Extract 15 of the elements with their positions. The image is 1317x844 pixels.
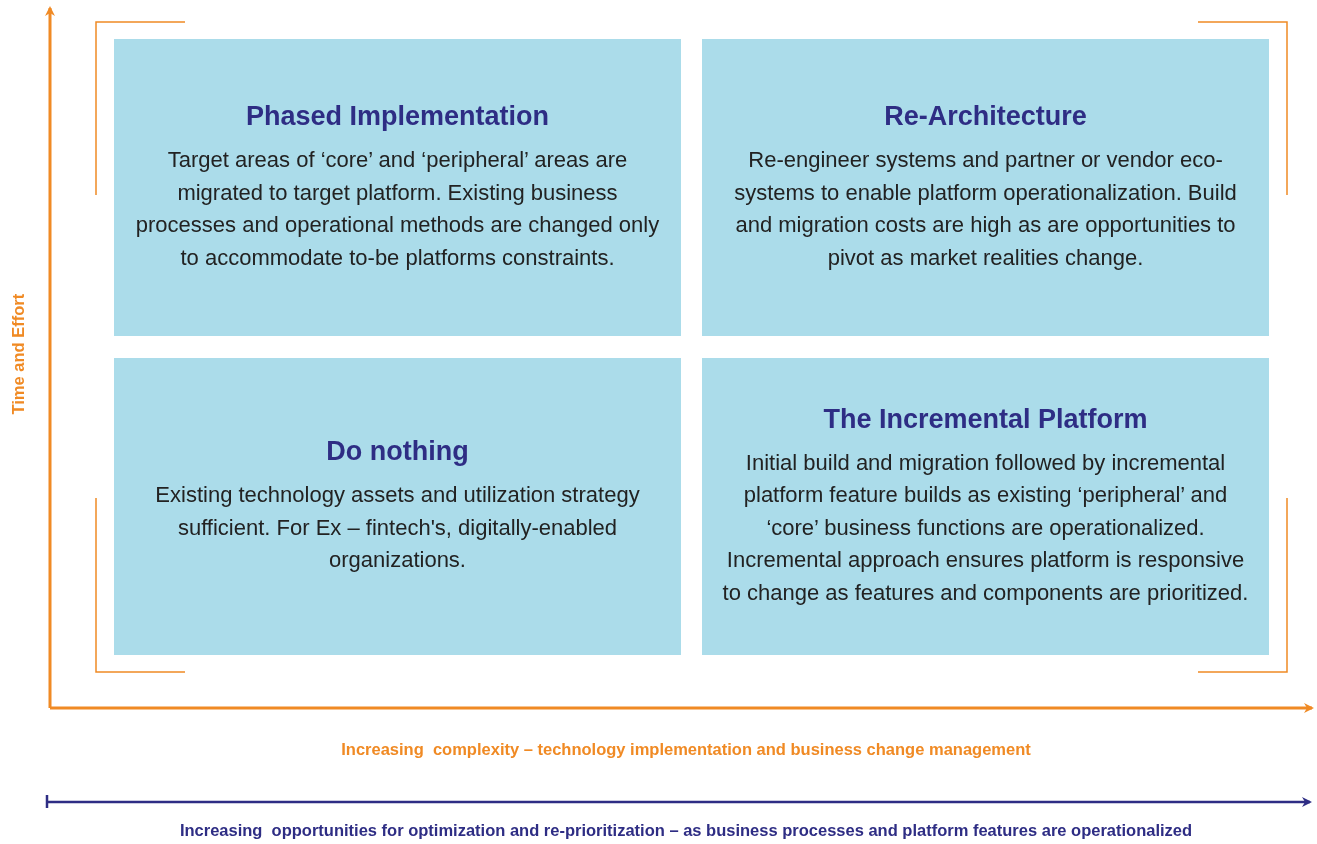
axis-label: Increasing complexity – technology implementation and business change management xyxy=(340,740,1032,759)
quadrant-title: Phased Implementation xyxy=(245,101,550,132)
quadrant-description: Existing technology assets and utilization strategy sufficient. For Ex – fintech's, digitally-enabled organizations. xyxy=(154,481,641,575)
quadrant-box xyxy=(114,358,681,655)
quadrant-title: The Incremental Platform xyxy=(823,403,1148,435)
quadrant-description: Target areas of ‘core’ and ‘peripheral’ areas are migrated to target platform. Existing business processes and operational methods are changed only to accommodate to-be platforms constraints. xyxy=(134,146,661,272)
axis-label: Time and Effort xyxy=(8,294,28,415)
quadrant-title: Re-Architecture xyxy=(884,101,1087,132)
quadrant-box xyxy=(114,39,681,336)
quadrant-box xyxy=(702,39,1269,336)
quadrant-box xyxy=(702,358,1269,655)
quadrant-description: Initial build and migration followed by incremental platform feature builds as existing ‘peripheral’ and ‘core’ business functions are operationalized. Incremental approach ensures platform is responsive to change as features and components are prioritized. xyxy=(721,448,1250,607)
quadrant-title: Do nothing xyxy=(326,436,469,468)
axis-label: Increasing opportunities for optimization and re-prioritization – as business processes and platform features are operationalized xyxy=(178,821,1194,840)
quadrant-description: Re-engineer systems and partner or vendor eco-systems to enable platform operationalization. Build and migration costs are high as are opportunities to pivot as market realities change. xyxy=(733,146,1238,272)
